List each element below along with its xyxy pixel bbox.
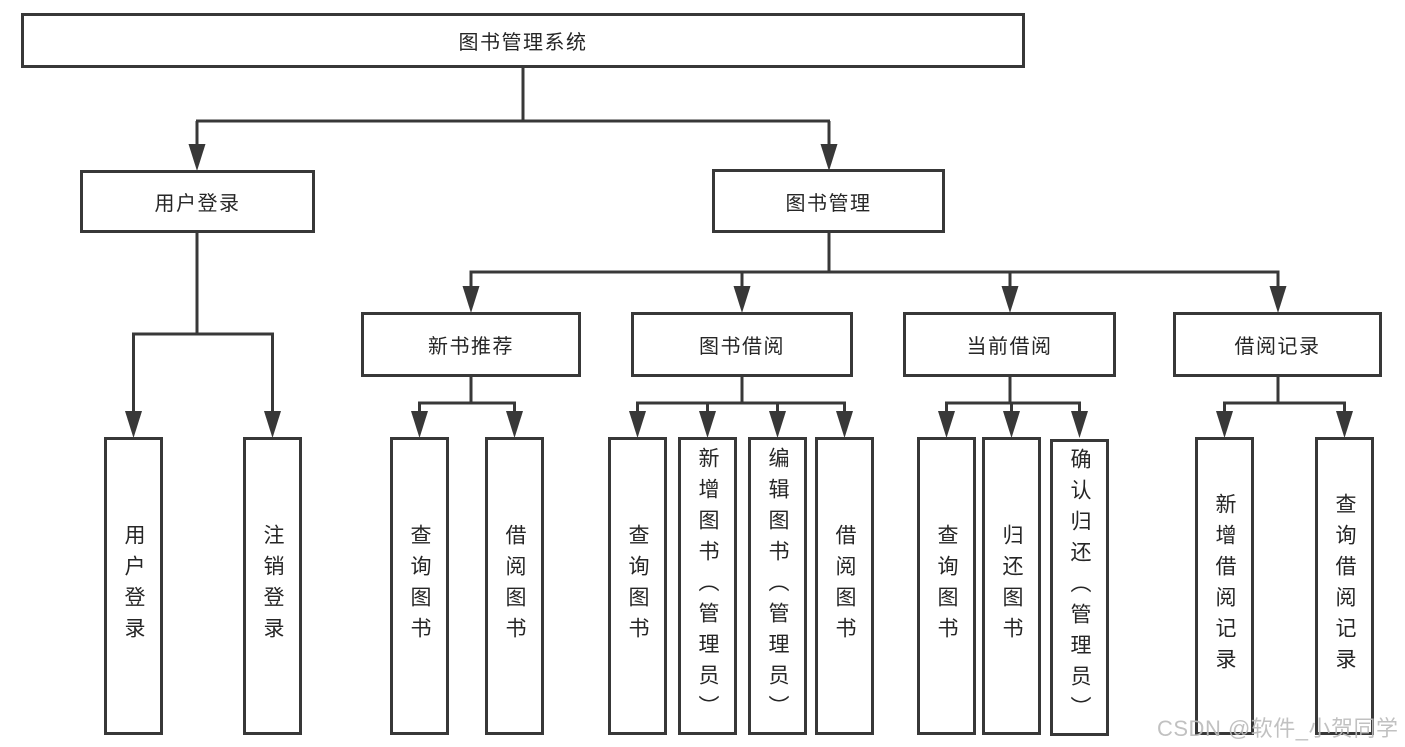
connector-new-book-recommendation-to-leaves <box>418 377 516 413</box>
leaf-label: 归还图书 <box>1000 524 1023 648</box>
leaf-label: 编辑图书（管理员） <box>766 446 789 726</box>
arrow-down-icon <box>1003 411 1020 438</box>
leaf-label: 查询借阅记录 <box>1333 493 1356 679</box>
connector-root-to-level2 <box>195 68 831 146</box>
leaf-query-books-current: 查询图书 <box>917 437 976 735</box>
leaf-query-books-recommend: 查询图书 <box>390 437 449 735</box>
connector-current-borrowing-to-leaves <box>945 377 1081 413</box>
leaf-borrow-books-recommend: 借阅图书 <box>485 437 544 735</box>
leaf-label: 借阅图书 <box>833 524 856 648</box>
node-book-management: 图书管理 <box>712 169 945 233</box>
arrow-down-icon <box>1269 286 1287 313</box>
arrow-down-icon <box>1336 411 1353 438</box>
leaf-add-books-admin: 新增图书（管理员） <box>678 437 737 735</box>
node-label: 新书推荐 <box>428 336 514 358</box>
leaf-return-books: 归还图书 <box>982 437 1041 735</box>
leaf-label: 注销登录 <box>261 524 284 648</box>
arrow-down-icon <box>733 286 751 313</box>
node-label: 图书管理 <box>785 192 872 215</box>
arrow-down-icon <box>769 411 786 438</box>
leaf-label: 查询图书 <box>935 524 958 648</box>
arrow-down-icon <box>188 144 206 171</box>
node-user-login: 用户登录 <box>80 170 315 233</box>
arrow-down-icon <box>506 411 523 438</box>
leaf-query-books-borrowing: 查询图书 <box>608 437 667 735</box>
leaf-user-login: 用户登录 <box>104 437 163 735</box>
leaf-label: 查询图书 <box>408 524 431 648</box>
leaf-add-borrow-record: 新增借阅记录 <box>1195 437 1254 735</box>
connector-book-borrowing-to-leaves <box>636 377 846 413</box>
arrow-down-icon <box>1216 411 1233 438</box>
leaf-borrow-books-borrowing: 借阅图书 <box>815 437 874 735</box>
arrow-down-icon <box>1001 286 1019 313</box>
connector-book-management-to-level3 <box>469 233 1280 288</box>
node-label: 图书借阅 <box>699 336 785 358</box>
arrow-down-icon <box>264 411 281 438</box>
arrow-down-icon <box>1071 411 1088 438</box>
leaf-label: 新增借阅记录 <box>1213 493 1236 679</box>
csdn-watermark: CSDN @软件_小贺同学 <box>1157 716 1399 741</box>
leaf-label: 新增图书（管理员） <box>696 446 719 726</box>
node-new-book-recommendation: 新书推荐 <box>361 312 581 377</box>
leaf-label: 借阅图书 <box>503 524 526 648</box>
leaf-edit-books-admin: 编辑图书（管理员） <box>748 437 807 735</box>
connector-user-login-to-leaves <box>132 233 274 413</box>
node-label: 借阅记录 <box>1234 336 1321 358</box>
arrow-down-icon <box>629 411 646 438</box>
node-borrowing-records: 借阅记录 <box>1173 312 1382 377</box>
node-book-borrowing: 图书借阅 <box>631 312 853 377</box>
leaf-label: 确认归还（管理员） <box>1068 448 1091 727</box>
connector-borrowing-records-to-leaves <box>1223 377 1346 413</box>
arrow-down-icon <box>836 411 853 438</box>
node-current-borrowing: 当前借阅 <box>903 312 1116 377</box>
arrow-down-icon <box>699 411 716 438</box>
leaf-query-borrow-record: 查询借阅记录 <box>1315 437 1374 735</box>
leaf-label: 查询图书 <box>626 524 649 648</box>
leaf-label: 用户登录 <box>122 524 145 648</box>
node-library-management-system: 图书管理系统 <box>21 13 1025 68</box>
arrow-down-icon <box>411 411 428 438</box>
arrow-down-icon <box>125 411 142 438</box>
node-label: 图书管理系统 <box>458 32 588 54</box>
arrow-down-icon <box>462 286 480 313</box>
leaf-confirm-return-admin: 确认归还（管理员） <box>1050 439 1109 736</box>
node-label: 用户登录 <box>154 193 241 215</box>
arrow-down-icon <box>820 144 838 171</box>
leaf-logout: 注销登录 <box>243 437 302 735</box>
node-label: 当前借阅 <box>966 336 1053 358</box>
arrow-down-icon <box>938 411 955 438</box>
